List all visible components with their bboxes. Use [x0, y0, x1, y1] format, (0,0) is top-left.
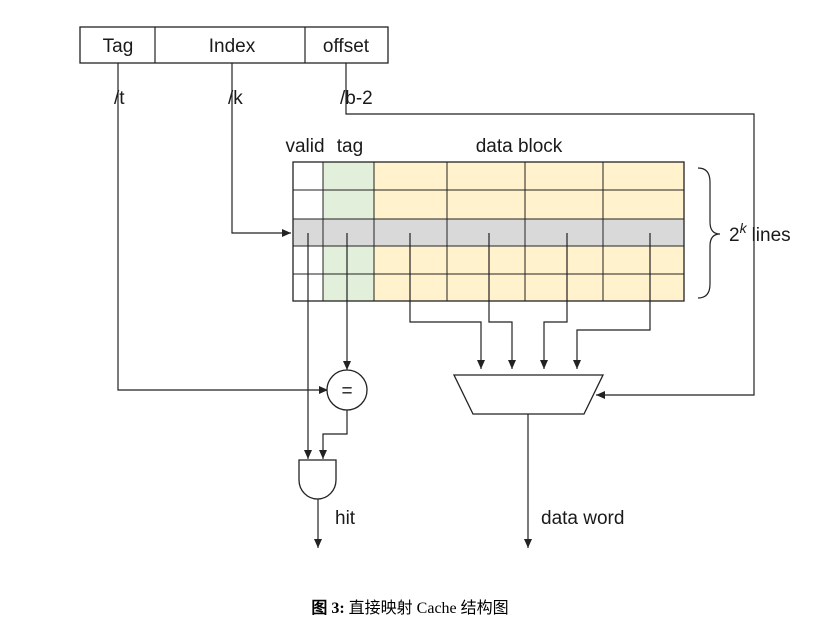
comparator: = — [326, 369, 368, 411]
data-block-label: data block — [476, 136, 563, 157]
offset-width-label: /b-2 — [340, 88, 373, 109]
index-bits-wire — [231, 63, 291, 237]
index-field-label: Index — [209, 36, 256, 57]
figure-caption: 图 3: 直接映射 Cache 结构图 — [311, 599, 508, 617]
tag-width-label: /t — [114, 88, 125, 109]
cache-cell — [524, 245, 604, 275]
word3-wire — [573, 233, 651, 369]
selected-cache-cell — [322, 218, 375, 247]
lines-base: 2 — [729, 225, 740, 246]
cache-cell — [524, 161, 604, 191]
tag-field-label: Tag — [103, 36, 134, 57]
lines-exponent: k — [740, 220, 748, 236]
word1-wire — [488, 233, 516, 369]
tag-column-label: tag — [337, 136, 363, 157]
multiplexer — [452, 374, 605, 415]
cache-cell — [322, 161, 375, 191]
selected-cache-cell — [524, 218, 604, 247]
caption-label: 图 3: — [311, 599, 344, 617]
cache-cell — [602, 273, 685, 302]
cache-cell — [322, 273, 375, 302]
cache-cell — [524, 189, 604, 220]
word0-wire — [409, 233, 485, 369]
offset-field-label: offset — [323, 36, 370, 57]
cache-cell — [373, 189, 448, 220]
selected-cache-cell — [446, 218, 526, 247]
cache-cell — [602, 189, 685, 220]
cache-cell — [446, 189, 526, 220]
index-width-label: /k — [228, 88, 243, 109]
cache-cell — [373, 161, 448, 191]
equals-symbol: = — [341, 381, 352, 402]
data-word-label: data word — [541, 508, 624, 529]
cache-cell — [602, 245, 685, 275]
caption-text: 直接映射 Cache 结构图 — [345, 599, 509, 617]
cache-cell — [322, 245, 375, 275]
cache-cell — [292, 161, 324, 191]
cache-cell — [322, 189, 375, 220]
cache-cell — [292, 189, 324, 220]
lines-brace — [697, 167, 721, 299]
word2-wire — [540, 233, 568, 369]
cache-cell — [446, 161, 526, 191]
cache-cell — [446, 273, 526, 302]
valid-column-label: valid — [285, 136, 324, 157]
cache-cell — [602, 161, 685, 191]
address-register: Tag Index offset — [79, 26, 389, 64]
tag-bits-wire — [117, 63, 328, 394]
compare-result-wire — [319, 410, 348, 459]
and-gate — [298, 459, 337, 500]
selected-cache-cell — [602, 218, 685, 247]
offset-bits-wire — [345, 63, 755, 399]
cache-cell — [524, 273, 604, 302]
lines-word: lines — [752, 225, 791, 246]
cache-cell — [446, 245, 526, 275]
hit-label: hit — [335, 508, 356, 529]
